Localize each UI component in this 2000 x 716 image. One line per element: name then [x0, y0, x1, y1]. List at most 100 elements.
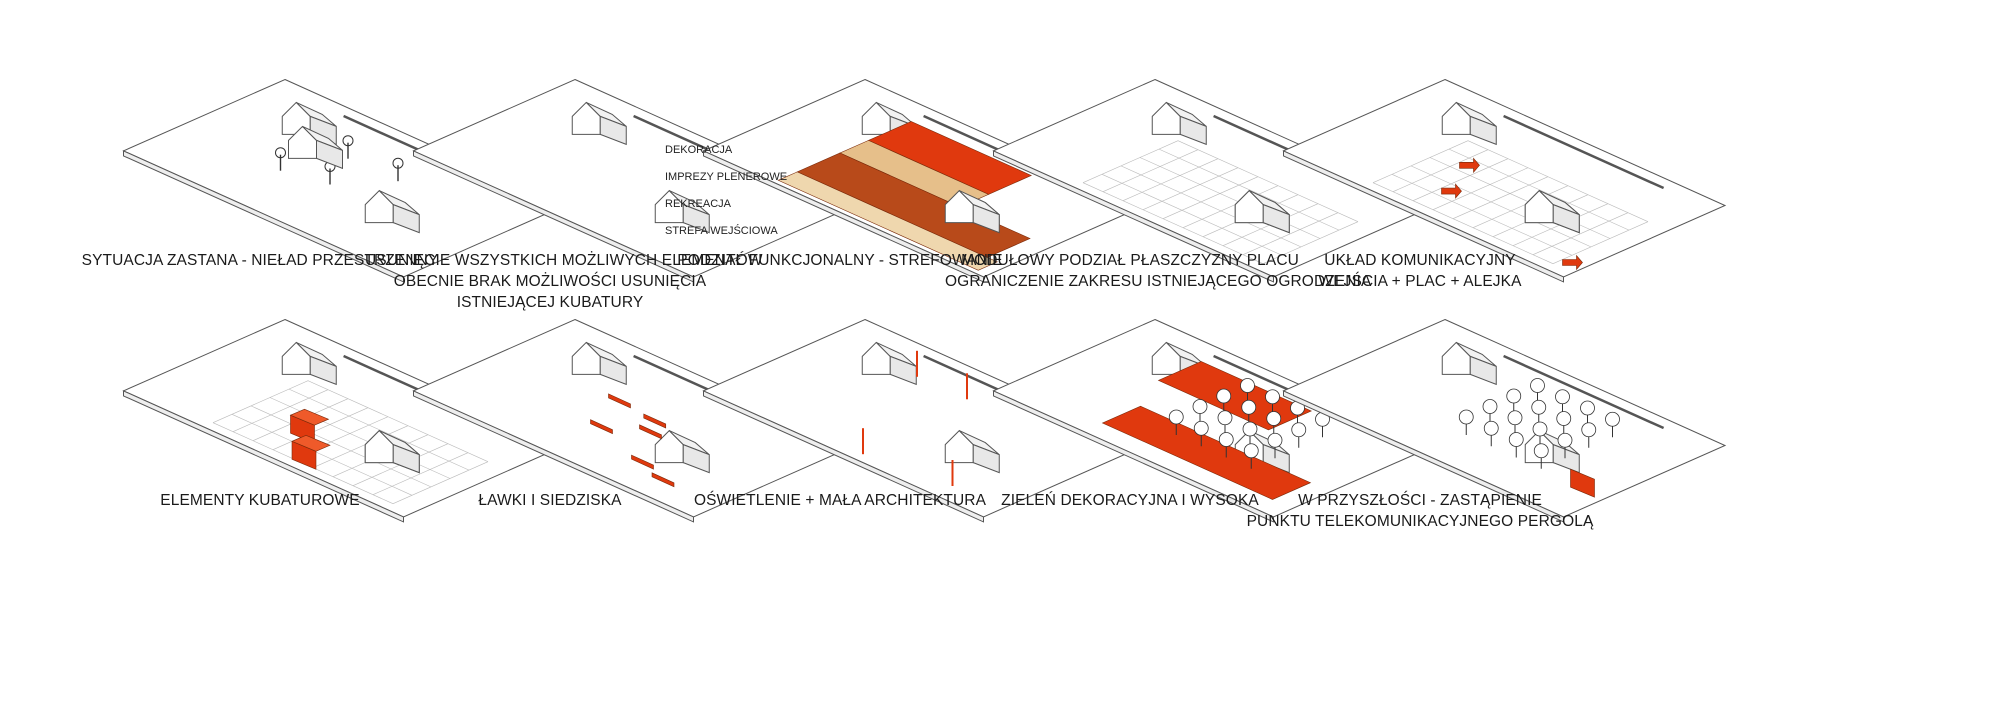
drawing-group: [122, 318, 567, 523]
site-slab-edge: [413, 150, 694, 283]
panel-4: MODUŁOWY PODZIAŁ PŁASZCZYZNY PLACU OGRANI…: [945, 78, 1437, 385]
tree-crown-icon: [1243, 443, 1259, 459]
grid-line: [1177, 140, 1359, 222]
panel-8: OŚWIETLENIE + MAŁA ARCHITEKTURA: [655, 318, 1147, 625]
pavilion-icon-side: [392, 203, 420, 234]
bench-element: [608, 393, 631, 409]
tree-crown-icon: [392, 157, 404, 169]
axonometric-drawing-6: [122, 318, 567, 523]
caption-line: ISTNIEJĄCEJ KUBATURY: [456, 294, 644, 311]
grid-line: [307, 380, 489, 462]
tree-crown-icon: [342, 135, 354, 147]
grid-line: [312, 425, 409, 468]
entrance-arrow-icon: [1441, 183, 1462, 199]
grid-line: [1162, 176, 1259, 219]
caption-line: ZIELEŃ DEKORACYJNA I WYSOKA: [1001, 492, 1259, 509]
drawing-group: [702, 318, 1147, 523]
axonometric-drawing-7: [412, 318, 857, 523]
grid-line: [231, 414, 413, 496]
tree-crown-icon: [1168, 409, 1184, 425]
entrance-arrow-icon: [1459, 157, 1480, 174]
tree-crown-icon: [1267, 432, 1283, 448]
grid-line: [1532, 212, 1629, 255]
house-icon-side: [309, 355, 337, 386]
grid-line: [392, 461, 489, 504]
tree-crown-icon: [1580, 400, 1595, 416]
fence-wall: [1503, 354, 1665, 430]
grid-line: [1432, 167, 1529, 210]
fence-wall: [1503, 114, 1665, 190]
pavilion-icon-side: [1552, 203, 1580, 234]
tree-crown-icon: [1265, 389, 1280, 405]
grid-line: [1448, 148, 1630, 231]
panel-caption: ZIELEŃ DEKORACYJNA I WYSOKA: [945, 490, 1315, 511]
caption-line: OGRANICZENIE ZAKRESU ISTNIEJĄCEGO OGRODZ…: [945, 273, 1372, 290]
tree-crown-icon: [1458, 409, 1474, 425]
axonometric-drawing-3: [702, 78, 1147, 283]
panel-caption: USUNIĘCIE WSZYSTKICH MOŻLIWYCH ELEMENTÓW…: [365, 250, 762, 313]
pergola-element: [1570, 468, 1595, 498]
tree-crown-icon: [1240, 378, 1255, 393]
cube-element-top: [291, 434, 331, 452]
site-slab-edge: [413, 390, 694, 523]
tree-crown-icon: [1507, 410, 1523, 426]
entrance-arrow-icon: [1562, 254, 1583, 271]
grid-line: [1372, 182, 1554, 264]
zone-label: IMPREZY PLENEROWE: [665, 171, 788, 183]
pavilion-icon-side: [392, 443, 420, 474]
grid-line: [1122, 158, 1219, 201]
caption-line: MODUŁOWY PODZIAŁ PŁASZCZYZNY PLACU: [961, 252, 1299, 269]
grid-line: [1391, 174, 1573, 256]
panel-9: ZIELEŃ DEKORACYJNA I WYSOKA: [945, 318, 1437, 625]
grid-line: [1158, 148, 1340, 231]
house-icon-side: [599, 115, 627, 146]
grid-line: [232, 389, 329, 432]
drawing-group: [122, 78, 567, 283]
tree-crown-icon: [1581, 422, 1597, 438]
zone-wejscie: [777, 171, 998, 271]
tree-crown-icon: [1241, 399, 1257, 415]
tree-crown-icon: [1556, 411, 1572, 426]
site-slab-edge: [123, 390, 404, 523]
house-icon-side: [599, 355, 627, 386]
caption-line: OŚWIETLENIE + MAŁA ARCHITEKTURA: [693, 492, 987, 509]
drawing-group: [1282, 318, 1727, 523]
grid-line: [1142, 167, 1239, 210]
drawing-group: [992, 318, 1437, 523]
grid-line: [1182, 185, 1279, 228]
panel-caption: MODUŁOWY PODZIAŁ PŁASZCZYZNY PLACU OGRANI…: [945, 250, 1372, 292]
tree-crown-icon: [1266, 411, 1282, 426]
tree-crown-icon: [1555, 389, 1570, 405]
pavilion-icon-side: [972, 443, 1000, 474]
grid-line: [272, 407, 369, 450]
tree-crown-icon: [275, 147, 286, 159]
pavilion-icon-side: [682, 203, 710, 234]
drawing-group: [702, 78, 1147, 283]
house-icon-side: [889, 355, 917, 386]
house-icon-side: [316, 139, 343, 170]
tree-crown-icon: [1506, 388, 1522, 404]
panel-1: SYTUACJA ZASTANA - NIEŁAD PRZESTRZENNY: [75, 78, 567, 385]
panel-7: ŁAWKI I SIEDZISKA: [365, 318, 857, 625]
tree-crown-icon: [1217, 410, 1233, 426]
panel-caption: ELEMENTY KUBATUROWE: [75, 490, 445, 511]
house-icon-side: [1179, 115, 1207, 146]
grid-line: [1102, 149, 1199, 192]
site-slab-edge: [993, 150, 1274, 283]
house-icon-side: [1469, 355, 1497, 386]
panel-6: ELEMENTY KUBATUROWE: [75, 318, 567, 625]
grid-line: [1101, 174, 1283, 256]
grid-line: [1412, 158, 1509, 201]
caption-line: ELEMENTY KUBATUROWE: [160, 492, 360, 509]
caption-line: WEJŚCIA + PLAC + ALEJKA: [1318, 273, 1522, 290]
caption-line: SYTUACJA ZASTANA - NIEŁAD PRZESTRZENNY: [81, 252, 439, 269]
grid-line: [1082, 182, 1264, 264]
site-slab-edge: [1283, 390, 1564, 523]
drawing-group: [992, 78, 1437, 283]
grid-line: [1452, 176, 1549, 219]
bench-element: [631, 454, 654, 470]
site-slab-edge: [703, 150, 984, 283]
